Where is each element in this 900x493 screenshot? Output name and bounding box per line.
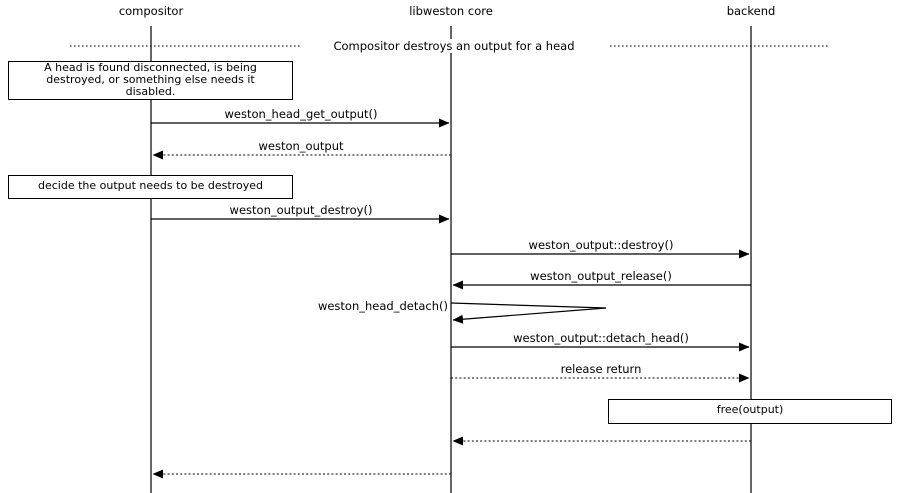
actor-label-backend: backend bbox=[726, 4, 776, 18]
message-label-weston-output-colon-destroy: weston_output::destroy() bbox=[528, 238, 674, 252]
actor-label-compositor: compositor bbox=[118, 4, 184, 18]
message-label-weston-output: weston_output bbox=[258, 139, 344, 153]
message-label-weston-head-detach: weston_head_detach() bbox=[317, 299, 448, 313]
message-label-release-return: release return bbox=[560, 362, 642, 376]
message-label-weston-output-release: weston_output_release() bbox=[530, 269, 672, 283]
note-free-output-text: free(output) bbox=[716, 403, 784, 416]
note-decide-destroy-text: decide the output needs to be destroyed bbox=[38, 179, 263, 192]
message-label-weston-output-detach-head: weston_output::detach_head() bbox=[513, 331, 689, 345]
note-head-disconnected-line-3: disabled. bbox=[125, 85, 176, 98]
message-label-weston-head-get-output: weston_head_get_output() bbox=[224, 107, 378, 121]
note-head-disconnected-line-1: A head is found disconnected, is being bbox=[44, 61, 257, 74]
note-head-disconnected-line-2: destroyed, or something else needs it bbox=[46, 73, 255, 86]
actor-label-libweston-core: libweston core bbox=[409, 4, 493, 18]
note-free-output-box bbox=[608, 399, 892, 424]
message-label-weston-output-destroy: weston_output_destroy() bbox=[229, 203, 373, 217]
note-head-disconnected-box bbox=[8, 61, 293, 100]
diagram-title: Compositor destroys an output for a head bbox=[300, 39, 608, 53]
arrow-weston-head-detach-self bbox=[450, 302, 607, 324]
note-decide-destroy-box bbox=[8, 175, 293, 199]
